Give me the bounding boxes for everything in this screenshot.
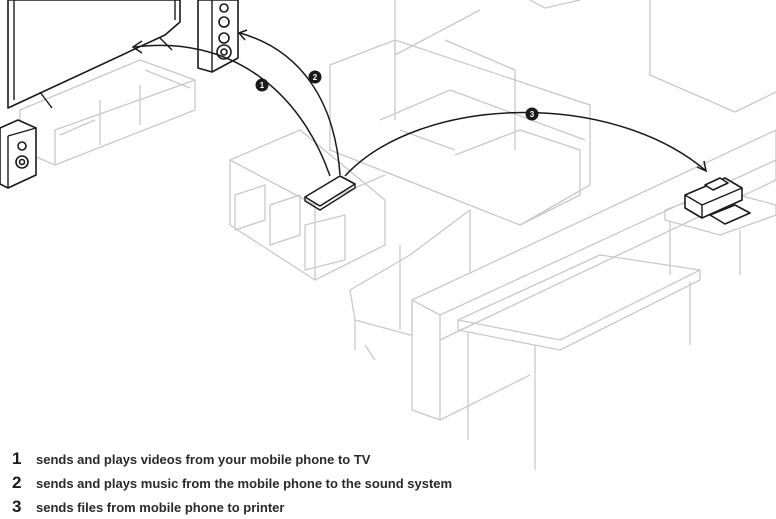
legend-item: 2 sends and plays music from the mobile …	[12, 471, 772, 495]
legend-item: 1 sends and plays videos from your mobil…	[12, 447, 772, 471]
legend-number: 3	[12, 497, 22, 516]
connection-arcs	[131, 29, 708, 177]
partition-counter	[411, 129, 776, 421]
legend-item: 3 sends files from mobile phone to print…	[12, 495, 772, 519]
badge-3-label: 3	[530, 110, 535, 119]
tower-speaker	[197, 0, 239, 73]
badge-1-label: 1	[260, 81, 265, 90]
bookshelf-speaker	[0, 119, 37, 189]
arrowhead-speaker	[237, 29, 248, 41]
sofa	[329, 0, 591, 226]
arc-phone-to-printer	[344, 111, 706, 177]
arc-phone-to-speaker	[239, 32, 341, 176]
legend-text: sends and plays music from the mobile ph…	[36, 475, 453, 491]
badge-3: 3	[525, 107, 539, 121]
badge-2-label: 2	[313, 73, 318, 82]
room-walls	[529, 0, 776, 113]
badge-1: 1	[255, 78, 269, 92]
legend-text: sends files from mobile phone to printer	[36, 499, 285, 515]
arrowhead-printer	[696, 160, 708, 173]
legend-number: 2	[12, 473, 22, 492]
arc-phone-to-tv	[134, 44, 331, 177]
legend: 1 sends and plays videos from your mobil…	[12, 447, 772, 519]
legend-text: sends and plays videos from your mobile …	[36, 451, 371, 467]
mobile-phone	[304, 175, 356, 211]
tv	[7, 0, 181, 109]
printer	[684, 177, 751, 225]
coffee-table	[229, 129, 386, 281]
dining-table	[457, 254, 701, 470]
badge-2: 2	[308, 70, 322, 84]
legend-number: 1	[12, 449, 22, 468]
arrowhead-tv	[131, 40, 143, 54]
